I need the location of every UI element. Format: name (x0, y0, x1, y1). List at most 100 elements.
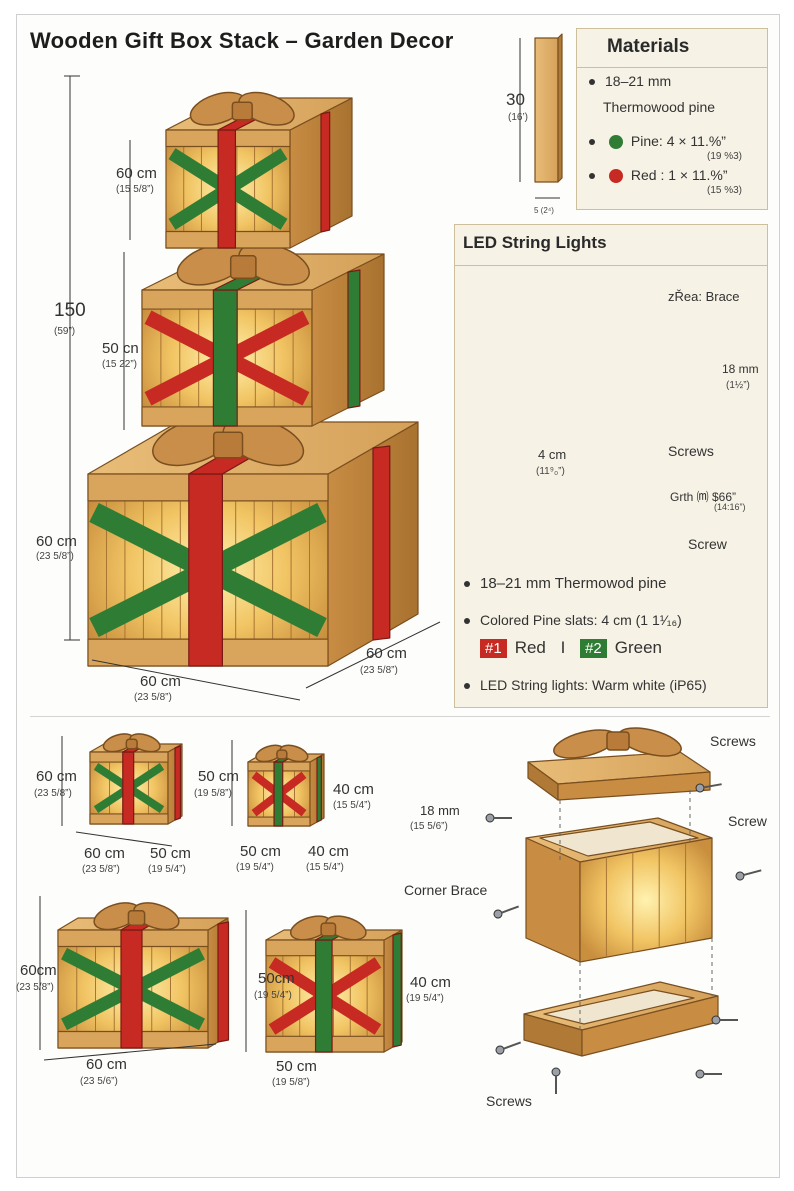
exploded-base-opening (543, 989, 695, 1025)
base-depth-dimension-line (305, 621, 441, 689)
variant4-side-inch: (19 5/4”) (406, 993, 444, 1004)
red-tag-text: Red (514, 638, 546, 657)
led-divider (455, 265, 767, 266)
screw-icon (551, 1067, 561, 1094)
variant3-height-inch: (23 5/8”) (16, 982, 54, 993)
base-depth-inch: (23 5/8”) (360, 665, 398, 676)
variant3-gift-box (57, 902, 230, 1049)
variant4-side: 40 cm (410, 974, 451, 991)
materials-line2: Thermowood pine (603, 99, 716, 115)
bottom-gift-box (87, 417, 419, 667)
variant2-width: 50 cm (240, 843, 281, 860)
materials-red-sub: (15 %3) (707, 185, 743, 196)
variant2-side: 40 cm (333, 781, 374, 798)
tag-separator: I (560, 638, 566, 657)
variant1-width-line (75, 831, 173, 847)
variant3-gift-box-bow-knot (127, 910, 146, 926)
green-dot-icon (608, 135, 623, 150)
screw-icon-shaft (503, 1041, 522, 1050)
materials-title: Materials (607, 36, 690, 57)
variant2-depth: 40 cm (308, 843, 349, 860)
mid-box-label: 50 cn (102, 340, 139, 357)
variant3-height: 60cm (20, 962, 57, 979)
materials-line1: 18–21 mm (605, 73, 672, 89)
materials-pine-sub: (19 %3) (707, 151, 743, 162)
middle-gift-box (141, 242, 385, 427)
top-box-label: 60 cm (116, 165, 157, 182)
base-width-inch: (23 5/8”) (134, 692, 172, 703)
screw-icon-head (735, 871, 745, 881)
variant1-width: 60 cm (84, 845, 125, 862)
middle-gift-box-ribbon-front (212, 289, 238, 427)
led-panel: LED String Lights (454, 224, 768, 708)
screw-icon (735, 869, 762, 881)
slat-height-inch: (16’) (508, 112, 529, 123)
variant4-gift-box-bow-knot (320, 922, 337, 937)
exploded-bow-knot (606, 731, 630, 751)
screw-icon (695, 1069, 722, 1079)
variant1-gift-box (89, 733, 183, 825)
slat-side (557, 33, 563, 183)
variant1-gift-box-bow-knot (125, 738, 138, 750)
stack-height-inch: (59”) (54, 326, 76, 337)
base-width-label: 60 cm (140, 673, 181, 690)
exploded-screws-bottom: Screws (486, 1093, 532, 1109)
led-bullet1: 18–21 mm Thermowod pine (480, 575, 667, 592)
variant1-height-inch: (23 5/8”) (34, 788, 72, 799)
screw-icon (495, 1041, 522, 1055)
variant2-gift-box-ribbon-front (273, 761, 284, 827)
bullet-icon (464, 581, 470, 588)
variant2-gift-box (247, 744, 325, 827)
screw-icon-shaft (703, 783, 722, 789)
green-tag: #2 (580, 639, 607, 658)
exploded-mm-inch: (15 5/6”) (410, 821, 448, 832)
green-tag-text: Green (614, 638, 663, 657)
exploded-box-opening (539, 821, 699, 857)
variant1-depth-inch: (19 5/4”) (148, 864, 186, 875)
variant2-gift-box-ribbon-side (316, 755, 322, 823)
slat-height-label: 30 (506, 90, 525, 109)
screw-icon-head (551, 1067, 561, 1077)
screw-icon (485, 813, 512, 823)
section-divider (30, 716, 770, 717)
top-gift-box-bow-knot (231, 101, 253, 121)
screw-icon (711, 1015, 738, 1025)
bullet-icon (589, 79, 595, 86)
base-depth-label: 60 cm (366, 645, 407, 662)
bottom-gift-box-ribbon-front (188, 473, 223, 667)
screw-icon-head (695, 783, 705, 793)
stack-height-label: 150 (54, 300, 86, 321)
materials-panel: Materials 18–21 mm Thermowood pine Pine:… (576, 28, 768, 210)
variant3-width-inch: (23 5/6”) (80, 1076, 118, 1087)
variant3-width: 60 cm (86, 1056, 127, 1073)
led-bullet2: Colored Pine slats: 4 cm (1 1¹⁄₁₆) (480, 612, 682, 628)
top-gift-box-ribbon-side (320, 111, 331, 233)
slat-front (534, 37, 559, 183)
variant4-height: 50cm (258, 970, 295, 987)
variant4-width-inch: (19 5/8”) (272, 1077, 310, 1088)
base-width-dimension-line (91, 659, 301, 701)
variant1-width-inch: (23 5/8”) (82, 864, 120, 875)
screw-icon-head (493, 909, 503, 919)
variant2-width-inch: (19 5/4”) (236, 862, 274, 873)
screw-icon-shaft (743, 869, 762, 876)
screw-icon-head (711, 1015, 721, 1025)
width-label-inch: (11⁹₀”) (536, 466, 565, 477)
top-gift-box (165, 91, 353, 249)
variant1-gift-box-ribbon-side (174, 745, 182, 821)
bullet-icon (464, 618, 470, 625)
variant2-gift-box-bow-knot (276, 749, 288, 760)
top-box-inch: (15 5/8”) (116, 184, 154, 195)
mid-box-inch: (15 22”) (102, 359, 138, 370)
red-dot-icon (608, 169, 623, 184)
exploded-screws-top: Screws (710, 733, 756, 749)
screw-icon-head (695, 1069, 705, 1079)
variant1-gift-box-ribbon-front (122, 751, 135, 825)
variant1-height: 60 cm (36, 768, 77, 785)
depth-label: 18 mm (722, 362, 759, 376)
materials-red: Red : 1 × 11.%” (630, 167, 728, 183)
bottom-box-inch: (23 5/8”) (36, 551, 74, 562)
variant2-height-inch: (19 5/8”) (194, 788, 232, 799)
bullet-icon (589, 139, 595, 146)
variant4-gift-box-ribbon-side (392, 932, 402, 1048)
